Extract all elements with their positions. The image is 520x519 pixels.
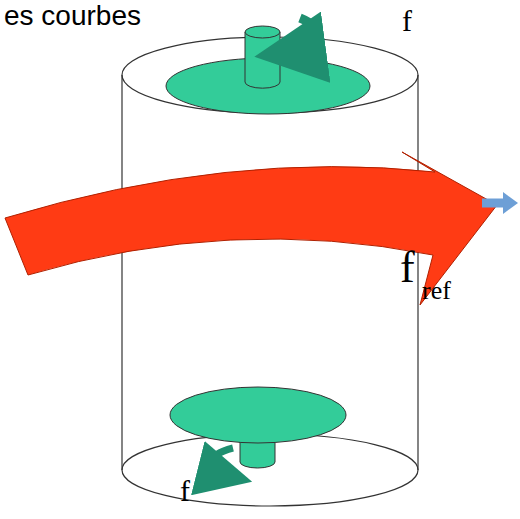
rotation-arrow	[290, 18, 318, 52]
cylinder-wall	[121, 75, 122, 470]
rotation-arrow	[211, 448, 233, 475]
output-arrow	[482, 199, 505, 208]
frequency-label: f	[180, 476, 190, 506]
top-shaft	[245, 32, 280, 88]
subscript: ref	[422, 278, 451, 304]
bottom-disc	[170, 387, 346, 443]
caption-fragment: es courbes	[4, 2, 141, 30]
cylinder-wall	[417, 75, 418, 470]
frequency-label: f	[402, 6, 412, 36]
output-arrow-head	[503, 192, 518, 214]
reference-frequency-label: f	[400, 246, 415, 290]
top-shaft-end	[245, 26, 280, 38]
reference-flow-arrow	[5, 152, 497, 305]
